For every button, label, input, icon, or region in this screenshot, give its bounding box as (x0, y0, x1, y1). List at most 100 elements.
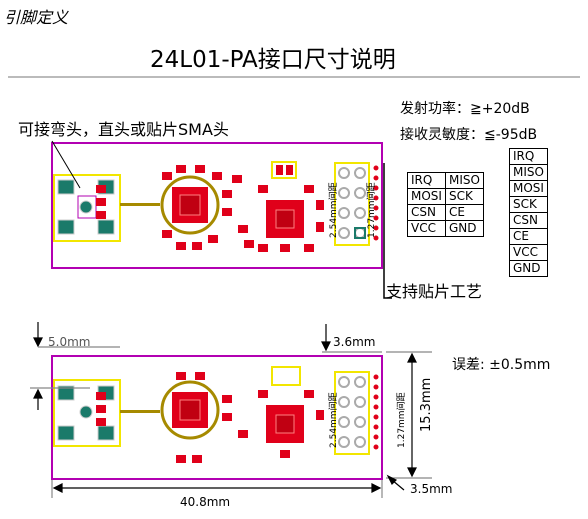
bottom-pad (304, 390, 314, 398)
smt-bracket (383, 163, 392, 299)
bottom-pad (222, 413, 232, 421)
pin-table-single: IRQ MISO MOSI SCK CSN CE VCC GND (509, 148, 548, 277)
bottom-pad (222, 395, 232, 403)
pin-cell: CE (444, 204, 484, 221)
bottom-pa-ring (160, 380, 220, 440)
top-pad (222, 208, 232, 216)
top-sma-center-frame (77, 195, 97, 219)
pin-row: MISO (509, 164, 548, 181)
top-pad (162, 230, 172, 238)
top-header-254-silk (334, 162, 370, 246)
bottom-trace (120, 410, 160, 413)
bottom-sma-pad (97, 425, 115, 441)
pin-row: VCC (509, 244, 548, 261)
pin-cell: CE (509, 228, 548, 245)
top-sma-pad (97, 219, 115, 235)
bottom-sma-center-pin (79, 405, 93, 419)
dim-408-arrow-right (371, 483, 382, 493)
pin-cell: IRQ (407, 172, 446, 189)
top-pad (96, 198, 106, 206)
pin-cell: IRQ (509, 148, 548, 165)
pin-cell: CSN (509, 212, 548, 229)
bottom-pad (176, 372, 186, 380)
top-pad (162, 172, 172, 180)
bottom-pa-core (179, 399, 201, 421)
top-sma-silk (53, 174, 121, 242)
pitch-label-127-bottom: 1.27mm间距 (397, 392, 407, 448)
rx-sensitivity-spec: 接收灵敏度：≦-95dB (400, 127, 538, 143)
bottom-pad (316, 410, 324, 420)
top-pad (258, 185, 268, 193)
pin-row: GND (509, 260, 548, 277)
dim-3-5: 3.5mm (410, 482, 453, 496)
pin-cell: MISO (444, 172, 484, 189)
top-board (51, 142, 383, 269)
dim-50-arrowhead (33, 337, 43, 348)
bottom-board (51, 355, 383, 480)
top-pad (316, 222, 324, 232)
top-pa-ring (160, 175, 220, 235)
dim-408-arrow-left (52, 483, 63, 493)
pin-row: CE (509, 228, 548, 245)
tolerance-note: 误差: ±0.5mm (452, 357, 551, 373)
top-pad (208, 235, 218, 243)
bottom-pad (280, 450, 290, 458)
dim-15-3: 15.3mm (419, 377, 434, 432)
bottom-pad (96, 418, 106, 426)
top-ic-silk (271, 161, 297, 179)
page-title: 24L01-PA接口尺寸说明 (150, 47, 396, 73)
pin-cell: VCC (407, 220, 446, 237)
bottom-rf-core (275, 414, 295, 434)
top-pad (238, 225, 248, 233)
pitch-label-127-top: 1.27mm间距 (367, 182, 377, 238)
bottom-pad (192, 455, 202, 463)
pin-cell: SCK (509, 196, 548, 213)
top-pad (280, 244, 290, 252)
pin-row: IRQ (509, 148, 548, 165)
top-pad (232, 175, 242, 183)
bottom-header-254-silk (334, 371, 370, 455)
dim-153-arrow-bottom (407, 467, 417, 478)
top-sma-pad (57, 219, 75, 235)
bottom-pad (258, 390, 268, 398)
top-rf-core (275, 209, 295, 229)
pin-cell: GND (509, 260, 548, 277)
top-pad (212, 172, 222, 180)
bottom-pad (176, 455, 186, 463)
sma-callout: 可接弯头，直头或贴片SMA头 (18, 120, 229, 139)
top-pad (304, 244, 314, 252)
bottom-ic-silk (271, 366, 301, 386)
top-sma-center-pin (79, 200, 93, 214)
bottom-pad (238, 430, 248, 438)
pin-cell: MOSI (407, 188, 446, 205)
top-pad (195, 165, 205, 173)
pin-cell: CSN (407, 204, 446, 221)
bottom-pad (195, 372, 205, 380)
top-pad (316, 200, 324, 210)
pitch-label-254-top: 2.54mm间距 (329, 182, 339, 238)
dim-40-8: 40.8mm (180, 495, 231, 509)
top-pad (176, 242, 186, 250)
top-pad (258, 244, 268, 252)
dim-153-arrow-top (407, 352, 417, 363)
pin-cell: GND (444, 220, 484, 237)
bottom-sma-pad (57, 385, 75, 401)
callout-leader (51, 140, 81, 189)
top-sma-pad (57, 179, 75, 195)
pitch-label-254-bottom: 2.54mm间距 (329, 392, 339, 448)
top-pad (244, 240, 254, 248)
bottom-pad (96, 405, 106, 413)
tx-power-spec: 发射功率：≧+20dB (400, 101, 530, 117)
top-trace (120, 203, 160, 206)
pin-row: MOSI (509, 180, 548, 197)
corner-label: 引脚定义 (4, 8, 69, 27)
pin-row: CSN (509, 212, 548, 229)
smt-note: 支持贴片工艺 (386, 282, 483, 301)
pin-cell: VCC (509, 244, 548, 261)
bottom-sma-pad (57, 425, 75, 441)
